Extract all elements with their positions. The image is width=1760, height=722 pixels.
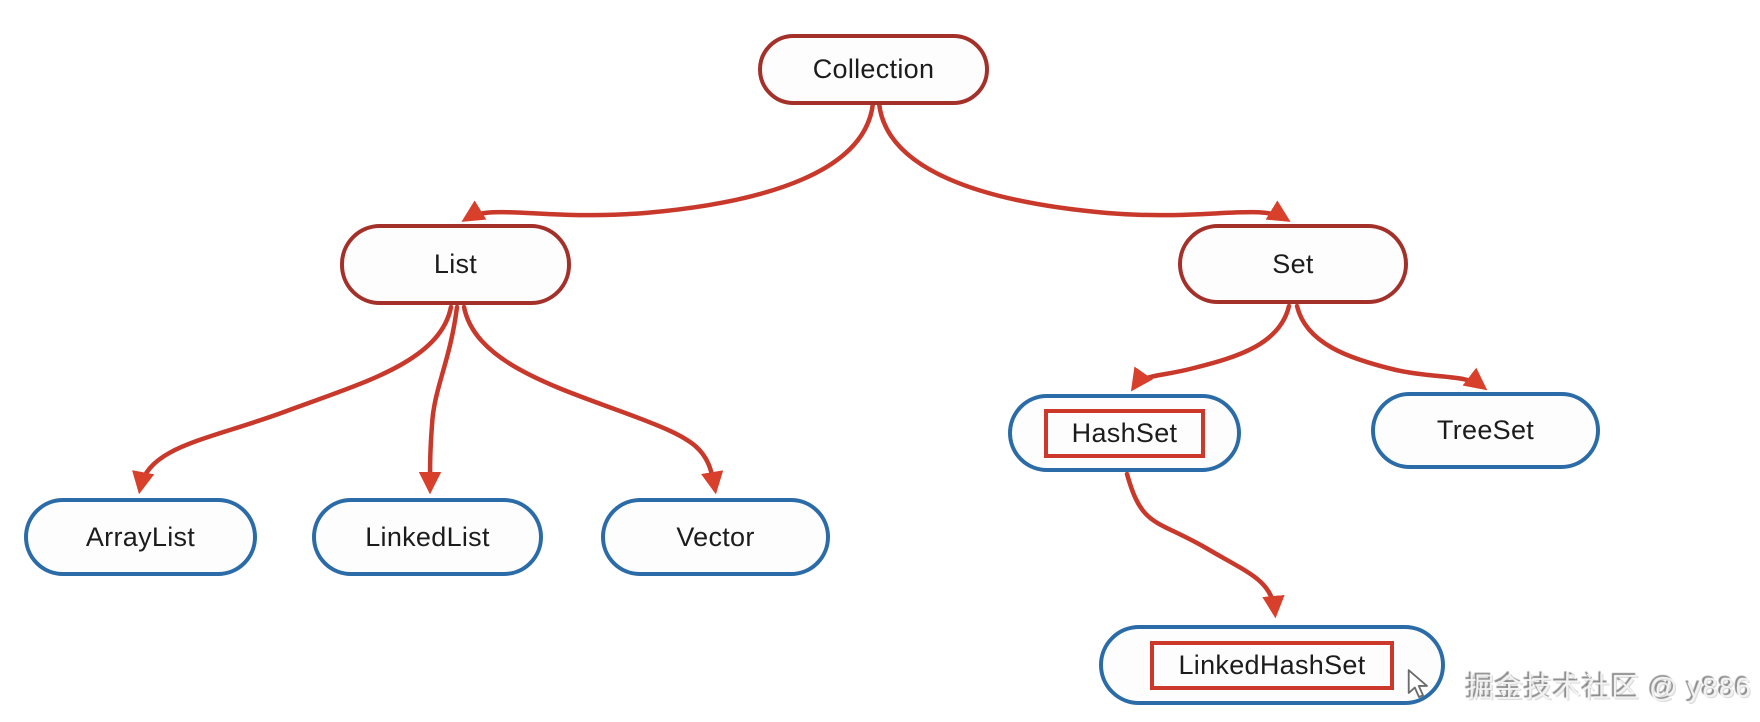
hashset-highlight-box: HashSet	[1043, 408, 1206, 458]
edge-hashset-linkedhashset	[1124, 471, 1285, 619]
edge-collection-list	[461, 100, 876, 222]
edge-set-hashset	[1130, 303, 1292, 392]
node-arraylist[interactable]: ArrayList	[24, 498, 257, 576]
node-linkedlist-label: LinkedList	[365, 521, 490, 552]
edge-collection-set	[876, 100, 1291, 222]
watermark-text: 掘金技术社区 @ y886	[1466, 672, 1752, 703]
node-collection[interactable]: Collection	[758, 34, 989, 105]
node-linkedlist[interactable]: LinkedList	[312, 498, 543, 576]
node-vector-label: Vector	[676, 521, 755, 552]
edge-list-arraylist	[132, 304, 454, 495]
node-hashset[interactable]: HashSet	[1008, 394, 1241, 472]
node-arraylist-label: ArrayList	[85, 521, 196, 552]
linkedhashset-highlight-box: LinkedHashSet	[1150, 640, 1394, 690]
node-list[interactable]: List	[340, 224, 571, 305]
node-collection-label: Collection	[812, 54, 935, 84]
node-treeset[interactable]: TreeSet	[1371, 392, 1600, 469]
node-hashset-label: HashSet	[1071, 417, 1178, 448]
edge-list-vector	[461, 304, 724, 495]
node-treeset-label: TreeSet	[1436, 415, 1535, 445]
mouse-cursor-icon	[1407, 669, 1428, 698]
node-vector[interactable]: Vector	[601, 498, 830, 576]
node-linkedhashset-label: LinkedHashSet	[1178, 649, 1366, 680]
node-linkedhashset[interactable]: LinkedHashSet	[1099, 625, 1445, 705]
node-list-label: List	[433, 249, 478, 279]
edge-set-treeset	[1294, 303, 1488, 391]
node-set[interactable]: Set	[1178, 224, 1408, 304]
node-set-label: Set	[1272, 248, 1314, 279]
edge-list-linkedlist	[418, 304, 460, 495]
